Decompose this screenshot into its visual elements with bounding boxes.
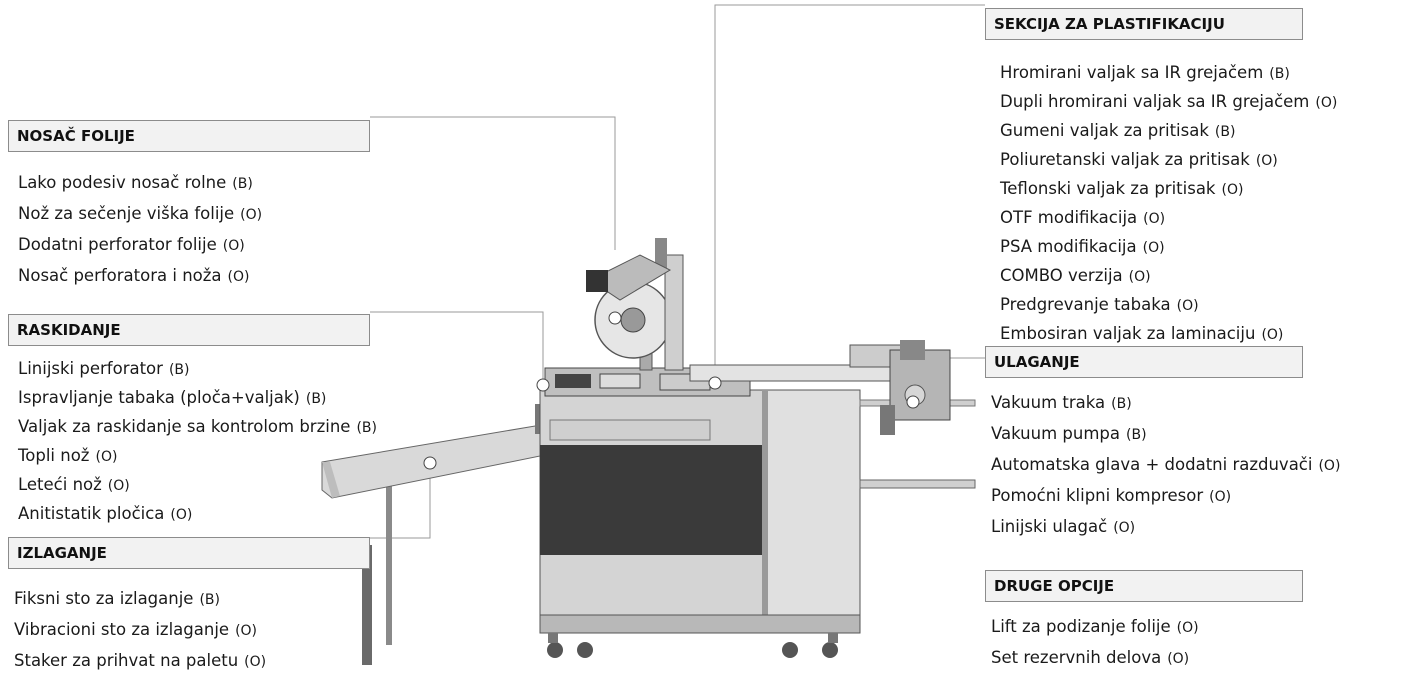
section-title-raskidanje: RASKIDANJE: [8, 314, 370, 346]
section-title-nosac: NOSAČ FOLIJE: [8, 120, 370, 152]
list-ulaganje: Vakuum traka(B) Vakuum pumpa(B) Automats…: [991, 388, 1340, 543]
leader-line-nosac: [370, 116, 616, 250]
marker-nosac: [608, 311, 622, 325]
list-item: Fiksni sto za izlaganje(B): [14, 589, 220, 608]
list-druge: Lift za podizanje folije(O) Set rezervni…: [991, 612, 1199, 674]
list-item: Gumeni valjak za pritisak(B): [1000, 121, 1236, 140]
list-item: Lako podesiv nosač rolne(B): [18, 173, 253, 192]
list-item: Topli nož(O): [18, 446, 118, 465]
marker-izlaganje: [423, 456, 437, 470]
list-item: Dupli hromirani valjak sa IR grejačem(O): [1000, 92, 1338, 111]
list-item: Teflonski valjak za pritisak(O): [1000, 179, 1244, 198]
list-item: Leteći nož(O): [18, 475, 130, 494]
list-item: Automatska glava + dodatni razduvači(O): [991, 455, 1341, 474]
machine-cabinet: [539, 367, 861, 658]
list-raskidanje: Linijski perforator(B) Ispravljanje taba…: [18, 355, 377, 529]
marker-plastifikacija: [708, 376, 722, 390]
list-item: Vakuum traka(B): [991, 393, 1132, 412]
list-item: Staker za prihvat na paletu(O): [14, 651, 267, 670]
marker-ulaganje: [906, 395, 920, 409]
list-item: Predgrevanje tabaka(O): [1000, 295, 1199, 314]
list-izlaganje: Fiksni sto za izlaganje(B) Vibracioni st…: [14, 584, 266, 677]
leader-line-plastifikacija: [714, 4, 985, 383]
list-item: Vibracioni sto za izlaganje(O): [14, 620, 258, 639]
feeder-head: [880, 340, 951, 435]
list-plastifikacija: Hromirani valjak sa IR grejačem(B) Dupli…: [1000, 59, 1337, 349]
list-item: Set rezervnih delova(O): [991, 648, 1190, 667]
list-item: Valjak za raskidanje sa kontrolom brzine…: [18, 417, 377, 436]
list-item: Nosač perforatora i noža(O): [18, 266, 250, 285]
marker-raskidanje: [536, 378, 550, 392]
list-item: Lift za podizanje folije(O): [991, 617, 1199, 636]
list-item: Ispravljanje tabaka (ploča+valjak)(B): [18, 388, 327, 407]
list-item: Pomoćni klipni kompresor(O): [991, 486, 1232, 505]
section-title-ulaganje: ULAGANJE: [985, 346, 1303, 378]
film-roll-holder: [586, 238, 684, 371]
list-item: Embosiran valjak za laminaciju(O): [1000, 324, 1284, 343]
list-item: Nož za sečenje viška folije(O): [18, 204, 263, 223]
list-item: Vakuum pumpa(B): [991, 424, 1147, 443]
list-item: Poliuretanski valjak za pritisak(O): [1000, 150, 1278, 169]
section-title-plastifikacija: SEKCIJA ZA PLASTIFIKACIJU: [985, 8, 1303, 40]
list-nosac: Lako podesiv nosač rolne(B) Nož za sečen…: [18, 168, 262, 292]
list-item: OTF modifikacija(O): [1000, 208, 1166, 227]
list-item: COMBO verzija(O): [1000, 266, 1151, 285]
list-item: Hromirani valjak sa IR grejačem(B): [1000, 63, 1290, 82]
list-item: PSA modifikacija(O): [1000, 237, 1165, 256]
list-item: Linijski ulagač(O): [991, 517, 1136, 536]
list-item: Anitistatik pločica(O): [18, 504, 193, 523]
section-title-izlaganje: IZLAGANJE: [8, 537, 370, 569]
section-title-druge: DRUGE OPCIJE: [985, 570, 1303, 602]
callout-markers: [423, 311, 920, 470]
list-item: Dodatni perforator folije(O): [18, 235, 245, 254]
list-item: Linijski perforator(B): [18, 359, 190, 378]
leader-line-raskidanje: [370, 311, 544, 385]
